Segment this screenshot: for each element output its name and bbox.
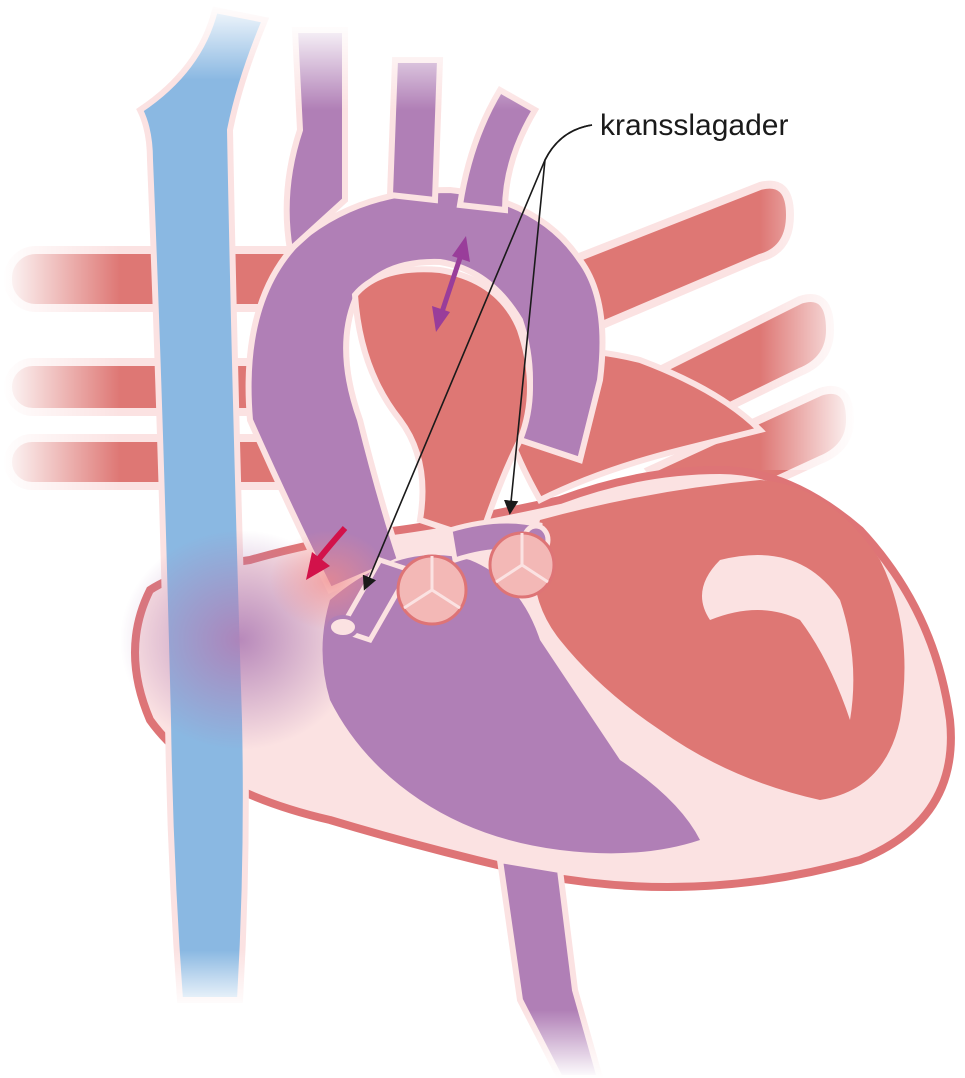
aortic-valve [398, 556, 466, 624]
superior-vena-cava [140, 10, 265, 1000]
coronary-label: kransslagader [600, 109, 788, 142]
coronary-artery-left-opening [329, 617, 357, 637]
pulmonary-valve [490, 533, 554, 597]
